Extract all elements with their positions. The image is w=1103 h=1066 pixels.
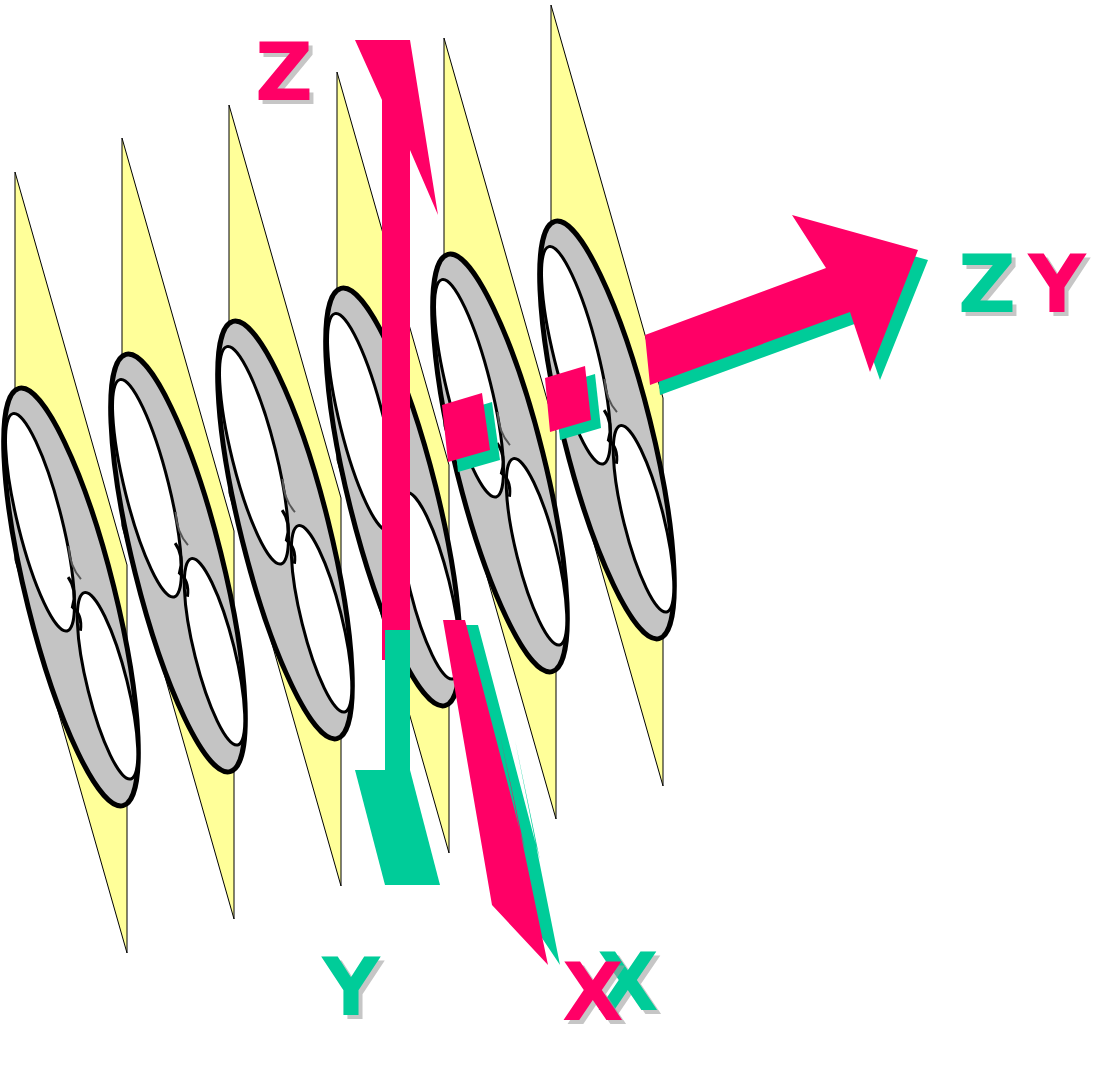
axis-label: Y bbox=[322, 948, 380, 1028]
axis-label: Z bbox=[255, 33, 313, 113]
axis-label: Z bbox=[958, 245, 1016, 325]
axis-label: X bbox=[562, 953, 624, 1033]
axis-label: Y bbox=[1028, 245, 1086, 325]
